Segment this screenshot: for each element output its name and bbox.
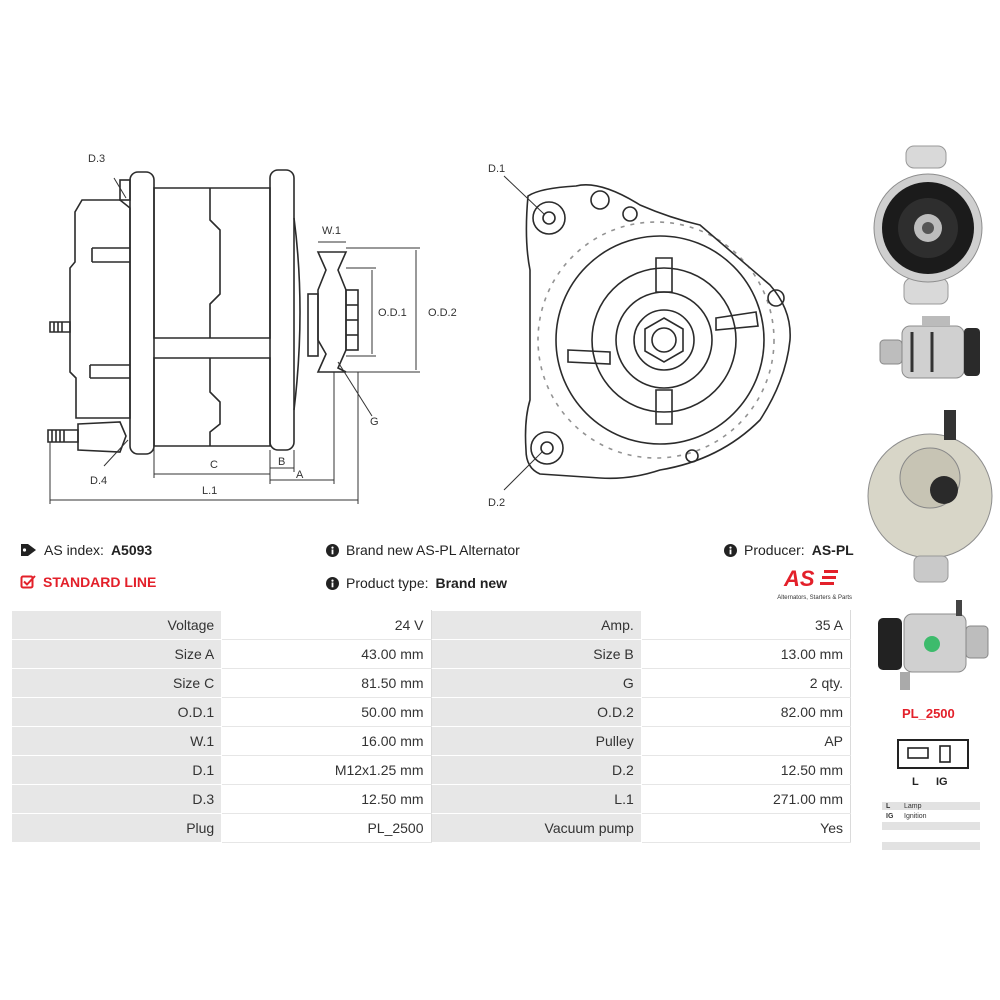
standard-line-row: STANDARD LINE [20, 574, 156, 590]
product-type-value: Brand new [435, 575, 508, 591]
spec-value: 12.50 mm [640, 755, 852, 785]
label-g: G [370, 416, 379, 428]
spec-key: D.1 [10, 755, 223, 785]
spec-value: 81.50 mm [221, 668, 432, 698]
as-index-row: AS index: A5093 [20, 542, 152, 558]
spec-key: Size A [10, 639, 223, 669]
spec-value: 82.00 mm [640, 697, 852, 727]
checkbox-icon [20, 575, 36, 589]
spec-value: 16.00 mm [221, 726, 432, 756]
description-text: Brand new AS-PL Alternator [346, 542, 520, 558]
description-row: Brand new AS-PL Alternator [326, 542, 520, 558]
tag-icon [21, 544, 36, 556]
spec-key: Size B [430, 639, 642, 669]
label-d2: D.2 [488, 497, 505, 509]
label-b: B [278, 456, 285, 468]
label-w1: W.1 [322, 225, 341, 237]
product-photo-front [873, 145, 983, 305]
spec-key: Plug [10, 813, 223, 843]
standard-line-label: STANDARD LINE [43, 574, 157, 590]
pin-row: L Lamp [882, 802, 980, 810]
front-view-drawing: D.1 D.2 [488, 163, 791, 509]
spec-value: 24 V [221, 610, 432, 640]
logo-tagline: Alternators, Starters & Parts [777, 595, 852, 601]
product-photo-rear [867, 410, 993, 583]
spec-key: L.1 [430, 784, 642, 814]
spec-key: W.1 [10, 726, 223, 756]
logo-text: AS [783, 566, 815, 590]
pin-key: IG [886, 812, 894, 820]
label-l1: L.1 [202, 485, 217, 497]
pin-row [882, 822, 980, 830]
label-od2: O.D.2 [428, 307, 457, 319]
spec-key: Pulley [430, 726, 642, 756]
plug-pin-table: L Lamp IG Ignition [882, 802, 980, 852]
spec-value: PL_2500 [221, 813, 432, 843]
spec-value: 2 qty. [640, 668, 852, 698]
spec-value: 13.00 mm [640, 639, 852, 669]
label-d1: D.1 [488, 163, 505, 175]
info-icon [724, 543, 737, 557]
spec-key: O.D.1 [10, 697, 223, 727]
spec-value: 43.00 mm [221, 639, 432, 669]
spec-value: M12x1.25 mm [221, 755, 432, 785]
pin-desc: Lamp [904, 802, 922, 810]
label-a: A [296, 469, 304, 481]
plug-terminal-ig: IG [936, 776, 948, 788]
spec-key: D.2 [430, 755, 642, 785]
spec-value: Yes [640, 813, 852, 843]
as-pl-logo: AS Alternators, Starters & Parts [760, 566, 856, 602]
pin-row [882, 842, 980, 850]
spec-value: AP [640, 726, 852, 756]
label-d3: D.3 [88, 153, 105, 165]
spec-key: O.D.2 [430, 697, 642, 727]
product-type-label: Product type: [346, 575, 429, 591]
as-pl-logo-mark: AS [783, 566, 838, 591]
spec-value: 271.00 mm [640, 784, 852, 814]
product-type-row: Product type: Brand new [326, 575, 507, 591]
label-c: C [210, 459, 218, 471]
as-index-label: AS index: [44, 542, 104, 558]
pin-row: IG Ignition [882, 812, 980, 820]
label-d4: D.4 [90, 475, 107, 487]
spec-key: Amp. [430, 610, 642, 640]
as-index-value: A5093 [110, 542, 153, 558]
spec-key: G [430, 668, 642, 698]
pin-desc: Ignition [904, 812, 927, 820]
producer-value: AS-PL [811, 542, 854, 558]
pin-key: L [886, 802, 891, 810]
spec-key: Vacuum pump [430, 813, 642, 843]
producer-label: Producer: [744, 542, 805, 558]
spec-key: Voltage [10, 610, 223, 640]
plug-connector-diagram: L IG [897, 739, 969, 788]
spec-key: Size C [10, 668, 223, 698]
label-od1: O.D.1 [378, 307, 407, 319]
info-icon [326, 576, 339, 590]
side-view-drawing: D.3 D.4 W.1 O.D.1 O.D.2 G C B A L.1 [47, 153, 457, 504]
spec-key: D.3 [10, 784, 223, 814]
spec-value: 50.00 mm [221, 697, 432, 727]
producer-row: Producer: AS-PL [724, 542, 854, 558]
spec-value: 12.50 mm [221, 784, 432, 814]
plug-terminal-l: L [912, 776, 919, 788]
product-photo-side [879, 316, 980, 379]
plug-name: PL_2500 [902, 706, 955, 721]
pin-row [882, 832, 980, 840]
spec-value: 35 A [640, 610, 852, 640]
info-icon [326, 543, 339, 557]
product-photo-top [878, 600, 989, 690]
